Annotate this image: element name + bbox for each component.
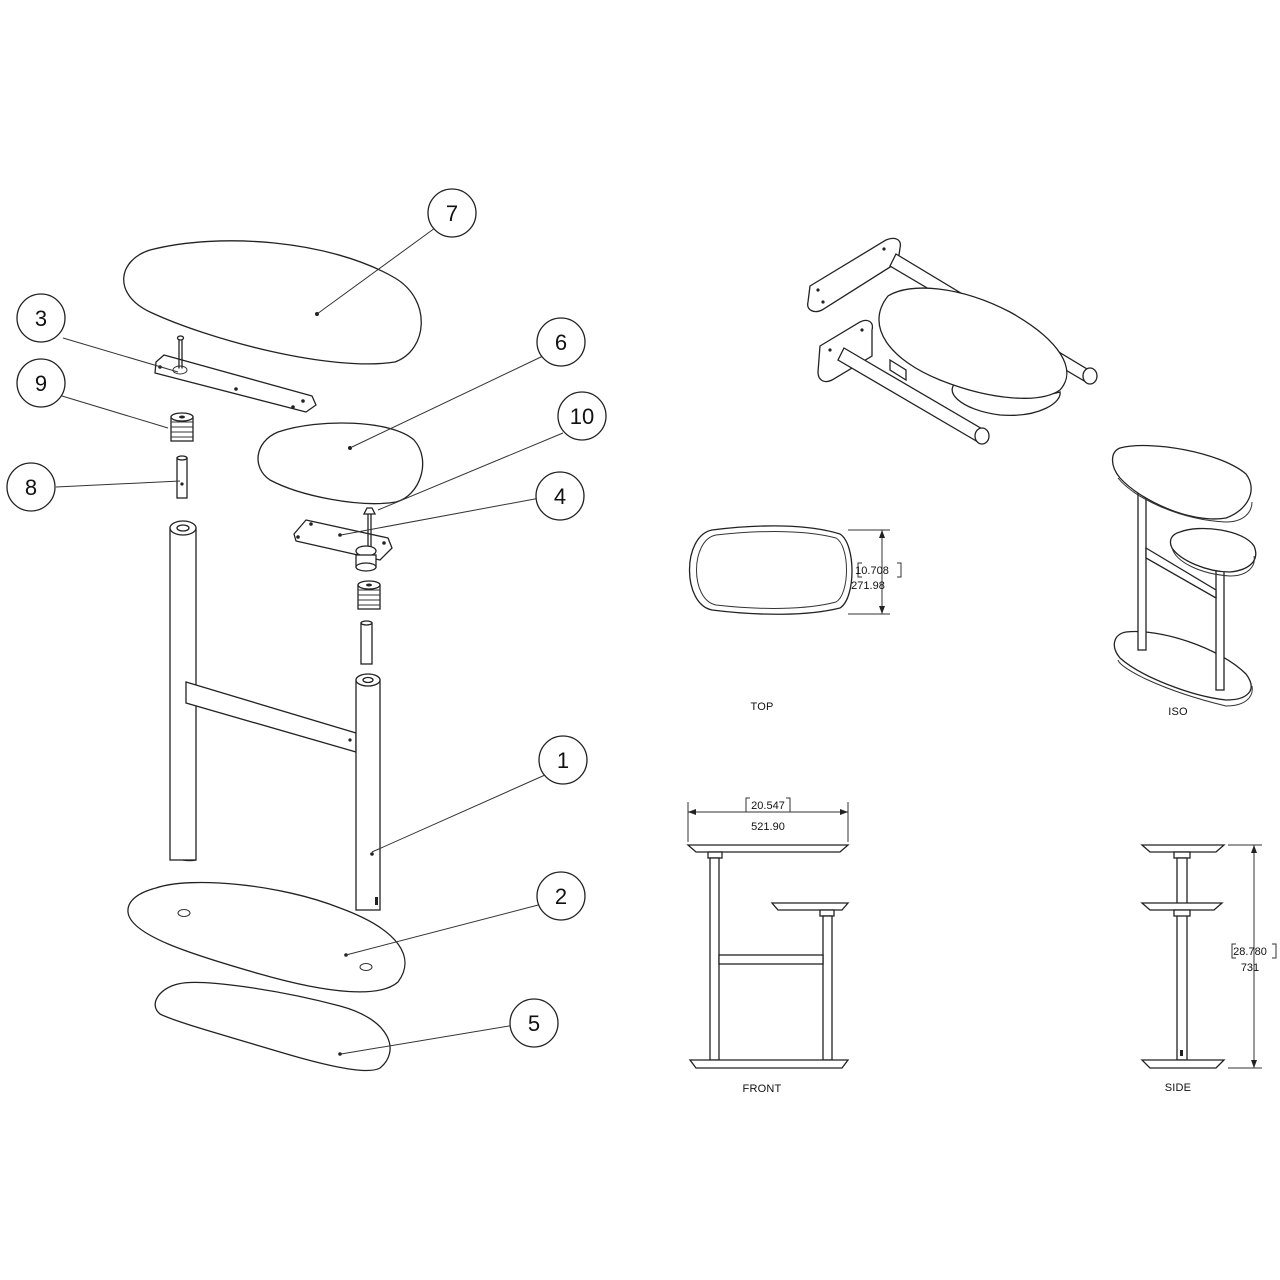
callout-7: 7 (427, 188, 477, 238)
part-8-pin (176, 455, 188, 499)
svg-text:6: 6 (555, 330, 567, 355)
svg-text:7: 7 (446, 201, 458, 226)
view-label-side: SIDE (1165, 1082, 1191, 1094)
svg-text:8: 8 (25, 475, 37, 500)
part-6-small-top (257, 422, 424, 505)
view-label-top: TOP (750, 701, 773, 713)
callout-5: 5 (509, 998, 559, 1048)
svg-text:10: 10 (570, 404, 594, 429)
front-dim-inch: 20.547 (751, 800, 785, 812)
svg-text:3: 3 (35, 306, 47, 331)
front-view: 20.547 521.90 FRONT (686, 797, 850, 1095)
part-1-frame (169, 520, 381, 911)
svg-text:4: 4 (554, 484, 566, 509)
front-dim-mm: 521.90 (751, 821, 785, 833)
part-7-large-top (123, 240, 422, 365)
threaded-insert-lower (357, 580, 381, 610)
part-4-mounting-plate (293, 519, 393, 561)
pin-lower (360, 620, 373, 665)
part-3-mounting-plate (154, 354, 317, 413)
side-view: 28.780 731 SIDE (1140, 844, 1277, 1094)
svg-text:2: 2 (555, 884, 567, 909)
callout-6: 6 (536, 317, 586, 367)
callout-2: 2 (536, 871, 586, 921)
callout-9: 9 (16, 358, 66, 408)
callout-10: 10 (557, 391, 607, 441)
view-label-iso: ISO (1168, 706, 1188, 718)
svg-text:9: 9 (35, 371, 47, 396)
part-9-threaded-insert (170, 412, 194, 442)
exploded-view: 7 3 9 6 10 8 4 1 (6, 188, 607, 1072)
iso-view: ISO (1111, 444, 1257, 718)
callout-1: 1 (538, 735, 588, 785)
callout-4: 4 (535, 471, 585, 521)
side-dim-mm: 731 (1241, 962, 1259, 974)
side-dim-inch: 28.780 (1233, 946, 1267, 958)
folded-assembly-view (807, 237, 1098, 445)
svg-text:1: 1 (557, 748, 569, 773)
svg-text:5: 5 (528, 1011, 540, 1036)
callout-3: 3 (16, 293, 66, 343)
view-label-front: FRONT (743, 1083, 782, 1095)
callout-8: 8 (6, 462, 56, 512)
top-dim-inch: 10.708 (855, 565, 889, 577)
top-dim-mm: 271.98 (851, 580, 885, 592)
part-10-screw (362, 507, 377, 549)
part-2-base (127, 881, 406, 993)
top-view: 10.708 271.98 TOP (688, 525, 902, 713)
part-5-base-pad (154, 981, 391, 1072)
